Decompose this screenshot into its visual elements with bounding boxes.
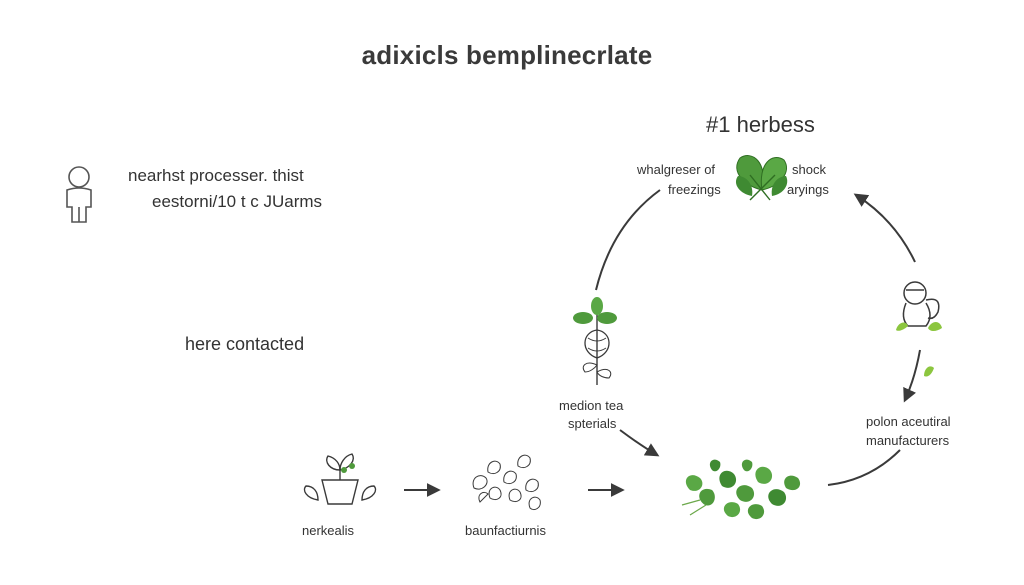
herb-cluster-icon <box>681 459 801 520</box>
cycle-arc-bottom-right <box>827 449 901 486</box>
cycle-arc-left <box>619 429 660 457</box>
cycle-label-middle-left-1: medion tea <box>559 398 624 413</box>
flow-step-2-label: baunfactiurnis <box>465 523 546 538</box>
person-icon <box>66 166 92 223</box>
herb-leaves-icon <box>735 155 788 201</box>
contact-text: here contacted <box>185 334 305 354</box>
description-line-1: nearhst processer. thist <box>128 166 304 185</box>
cycle-label-right-2: manufacturers <box>866 433 950 448</box>
cycle-label-right-1: polon aceutiral <box>866 414 951 429</box>
cycle-label-middle-left-2: spterials <box>568 416 617 431</box>
herb-pile-icon <box>472 454 541 511</box>
cycle-label-top-right-2: aryings <box>787 182 829 197</box>
monkey-figure-icon <box>896 281 942 377</box>
description-line-2: eestorni/10 t c JUarms <box>152 192 323 211</box>
cycle-label-top-left-1: whalgreser of <box>637 162 716 177</box>
flow-step-1-label: nerkealis <box>302 523 355 538</box>
cycle-arc-top-left <box>595 189 661 291</box>
cycle-arc-right <box>903 349 921 403</box>
cycle-label-top-right-1: shock <box>792 162 826 177</box>
page-title: adixicls bemplinecrlate <box>361 40 653 70</box>
cycle-label-top-left-2: freezings <box>668 182 721 197</box>
potted-plant-icon <box>303 453 377 505</box>
cycle-title: #1 herbess <box>706 112 815 137</box>
flowering-herb-icon <box>573 297 617 385</box>
cycle-arc-top-right <box>853 193 916 263</box>
